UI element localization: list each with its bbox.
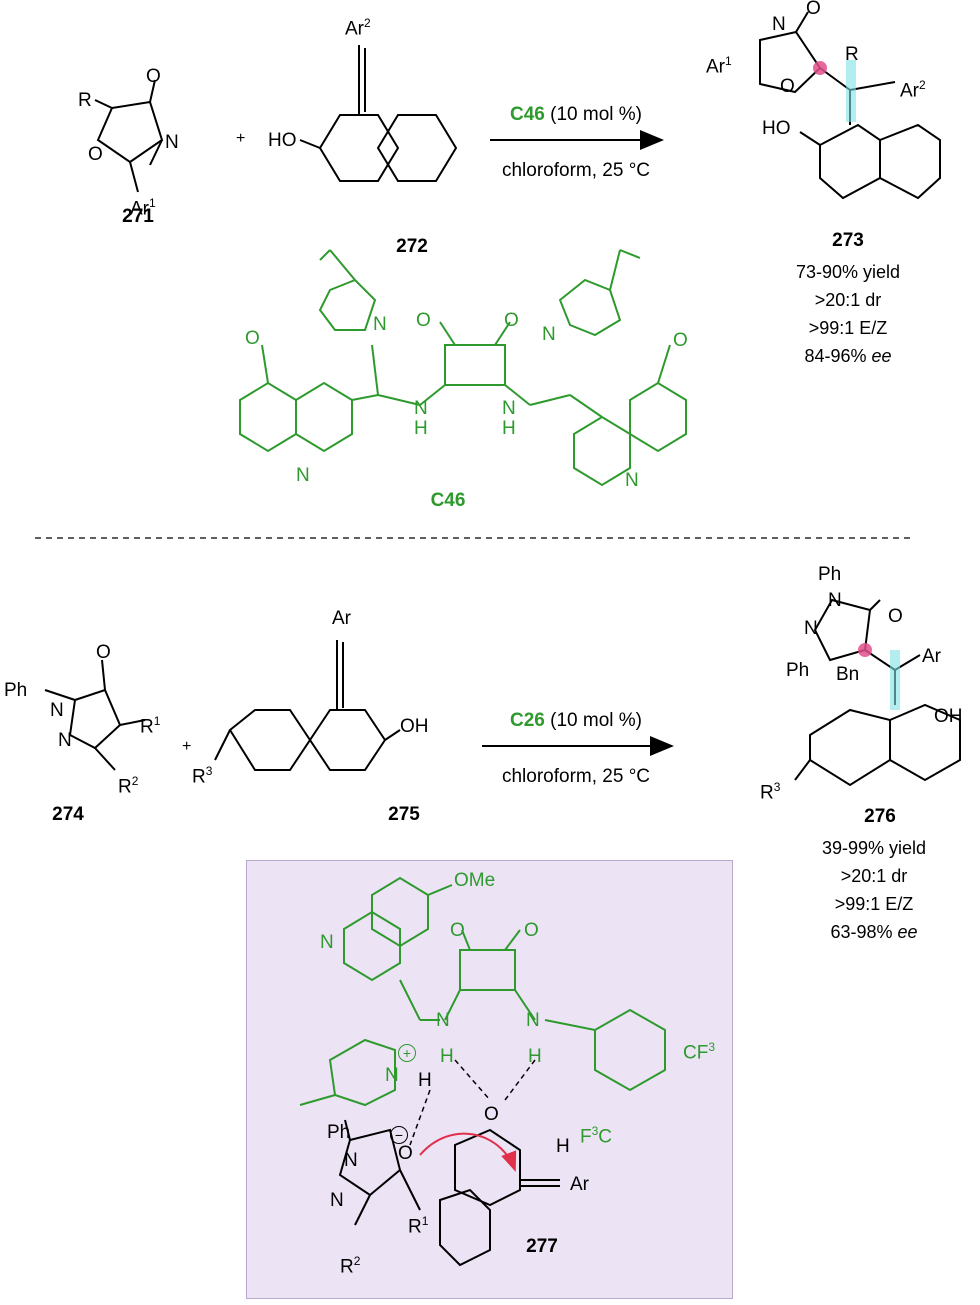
- atom-label: N: [165, 132, 179, 153]
- structure-273: [759, 11, 941, 200]
- atom-label: O: [780, 76, 795, 97]
- atom-label: O: [673, 330, 688, 351]
- atom-label: Ph: [327, 1122, 351, 1143]
- atom-label: N: [828, 590, 842, 611]
- atom-label: N: [502, 398, 516, 419]
- atom-label: O: [450, 920, 465, 941]
- atom-label: Ar: [332, 608, 351, 629]
- compound-id-273: 273: [832, 230, 864, 251]
- condition-catalyst-top: C46 (10 mol %): [510, 104, 642, 125]
- atom-label: H: [502, 418, 516, 439]
- atom-label: HO: [762, 118, 791, 139]
- results-273: 73-90% yield >20:1 dr >99:1 E/Z 84-96% e…: [795, 262, 901, 366]
- atom-label: HO: [268, 130, 297, 151]
- atom-label: O: [888, 606, 903, 627]
- atom-label-r1: R1: [140, 714, 161, 738]
- atom-label-f3c: F3C: [580, 1124, 613, 1148]
- structure-271: [94, 79, 164, 193]
- atom-label-ar1: Ar1: [130, 196, 156, 220]
- atom-label: O: [245, 328, 260, 349]
- structure-274: [44, 659, 146, 771]
- atom-label: H: [556, 1136, 570, 1157]
- structure-275: [214, 640, 401, 771]
- atom-label: Bn: [836, 664, 860, 685]
- atom-label: Ar: [922, 646, 941, 667]
- atom-label-r2: R2: [340, 1254, 361, 1278]
- atom-label: N: [50, 700, 64, 721]
- atom-label: O: [416, 310, 431, 331]
- condition-catalyst-bottom: C26 (10 mol %): [510, 710, 642, 731]
- atom-label: OH: [934, 706, 963, 727]
- atom-label-r2: R2: [118, 774, 139, 798]
- condition-solvent-bottom: chloroform, 25 °C: [501, 766, 651, 787]
- compound-id-271: 271: [122, 206, 154, 227]
- atom-label: O: [146, 66, 161, 87]
- results-276: 39-99% yield >20:1 dr >99:1 E/Z 63-98% e…: [821, 838, 927, 942]
- atom-label: O: [524, 920, 539, 941]
- atom-label: N: [385, 1065, 399, 1086]
- atom-label: H: [414, 418, 428, 439]
- stereocenter-276: [858, 643, 872, 657]
- atom-label: N: [772, 14, 786, 35]
- structure-C46: [239, 249, 687, 487]
- atom-label-r1: R1: [408, 1214, 429, 1238]
- atom-label: Ph: [4, 680, 28, 701]
- atom-label: N: [373, 314, 387, 335]
- highlight-bond-276: [890, 650, 900, 710]
- compound-id-275: 275: [388, 804, 420, 825]
- atom-label: O: [96, 642, 111, 663]
- atom-label: OMe: [454, 870, 496, 891]
- condition-solvent-top: chloroform, 25 °C: [501, 160, 651, 181]
- atom-label: Ph: [818, 564, 842, 585]
- atom-label: N: [320, 932, 334, 953]
- highlight-bond-273: [846, 60, 856, 122]
- atom-label: OH: [400, 716, 429, 737]
- compound-id-274: 274: [52, 804, 84, 825]
- atom-label-r3: R3: [192, 764, 213, 788]
- atom-label: N: [526, 1010, 540, 1031]
- atom-label: O: [806, 0, 821, 19]
- atom-label: Ph: [786, 660, 810, 681]
- atom-label-ar2: Ar2: [345, 16, 371, 40]
- catalyst-id-C46: C46: [430, 490, 466, 511]
- atom-label: O: [398, 1143, 413, 1164]
- positive-charge: +: [398, 1044, 416, 1062]
- atom-label: R: [845, 44, 859, 65]
- atom-label: O: [504, 310, 519, 331]
- compound-id-276: 276: [864, 806, 896, 827]
- plus-sign: +: [182, 738, 192, 755]
- atom-label: N: [414, 398, 428, 419]
- structure-272: [299, 45, 458, 182]
- atom-label-cf3: CF3: [683, 1040, 716, 1064]
- compound-id-272: 272: [396, 236, 428, 257]
- compound-id-277: 277: [526, 1236, 558, 1257]
- atom-label: H: [418, 1070, 432, 1091]
- atom-label-ar1: Ar1: [706, 54, 732, 78]
- atom-label: N: [436, 1010, 450, 1031]
- plus-sign: +: [236, 130, 246, 147]
- atom-label: R: [78, 90, 92, 111]
- atom-label: Ar: [570, 1174, 589, 1195]
- atom-label: O: [88, 144, 103, 165]
- atom-label: H: [440, 1046, 454, 1067]
- atom-label: N: [542, 324, 556, 345]
- atom-label: N: [330, 1190, 344, 1211]
- atom-label: O: [484, 1104, 499, 1125]
- atom-label-r3: R3: [760, 780, 781, 804]
- atom-label: N: [58, 730, 72, 751]
- negative-charge: −: [390, 1126, 408, 1144]
- atom-label: N: [625, 470, 639, 491]
- atom-label: N: [296, 465, 310, 486]
- atom-label-ar2: Ar2: [900, 78, 926, 102]
- atom-label: H: [528, 1046, 542, 1067]
- stereocenter-273: [813, 61, 827, 75]
- atom-label: N: [804, 618, 818, 639]
- atom-label: N: [344, 1150, 358, 1171]
